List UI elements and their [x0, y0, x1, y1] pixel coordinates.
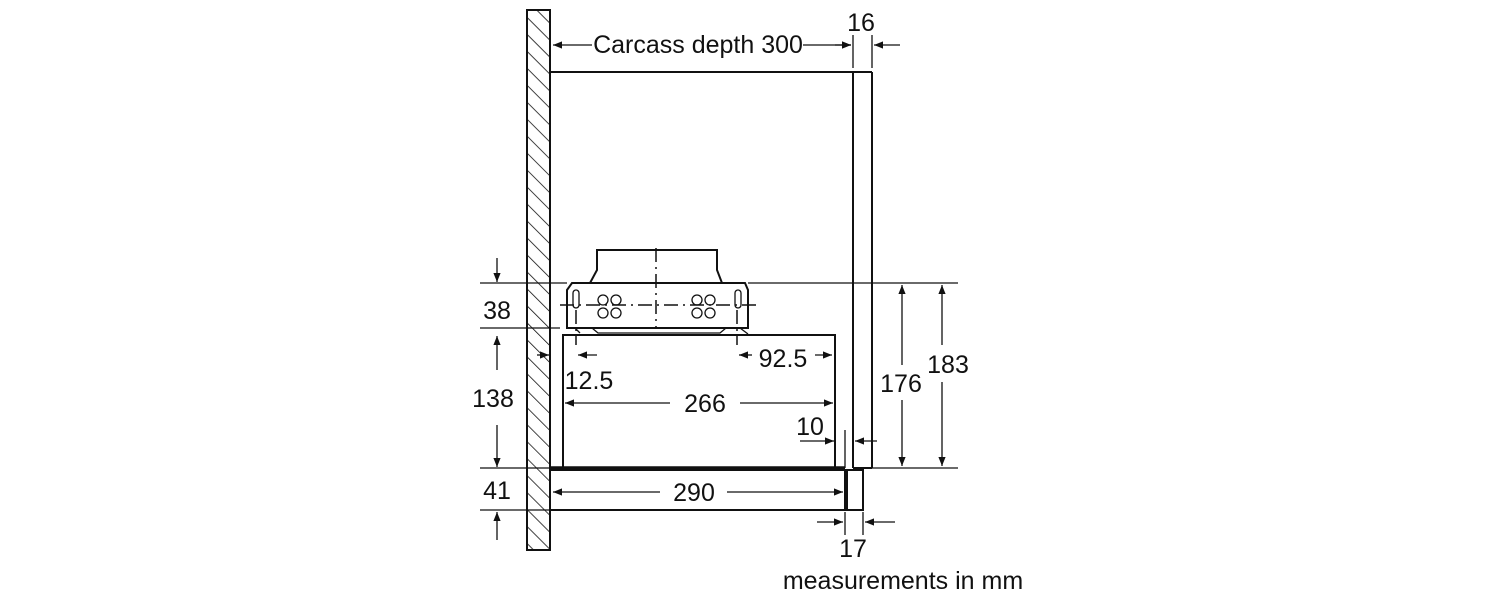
wall-hatched — [526, 9, 551, 551]
fan-module — [560, 248, 758, 345]
front-panel — [846, 469, 864, 511]
label-front-height: 41 — [483, 477, 511, 505]
label-bracket-offset: 92.5 — [759, 345, 808, 373]
label-panel-thickness: 16 — [847, 9, 875, 37]
label-extension-depth: 290 — [673, 479, 715, 507]
cabinet-carcass — [550, 71, 873, 469]
label-body-depth: 266 — [684, 390, 726, 418]
label-height-176: 176 — [880, 370, 922, 398]
label-top-module-height: 38 — [483, 297, 511, 325]
label-wall-offset: 12.5 — [565, 367, 614, 395]
label-carcass-depth: Carcass depth 300 — [593, 31, 803, 59]
dimension-arrows — [493, 41, 946, 540]
label-front-gap: 10 — [796, 413, 824, 441]
label-height-183: 183 — [927, 351, 969, 379]
extension-lines — [480, 35, 958, 535]
label-front-panel-depth: 17 — [839, 535, 867, 563]
units-note: measurements in mm — [783, 567, 1023, 595]
hood-body — [549, 334, 864, 511]
label-body-height: 138 — [472, 385, 514, 413]
